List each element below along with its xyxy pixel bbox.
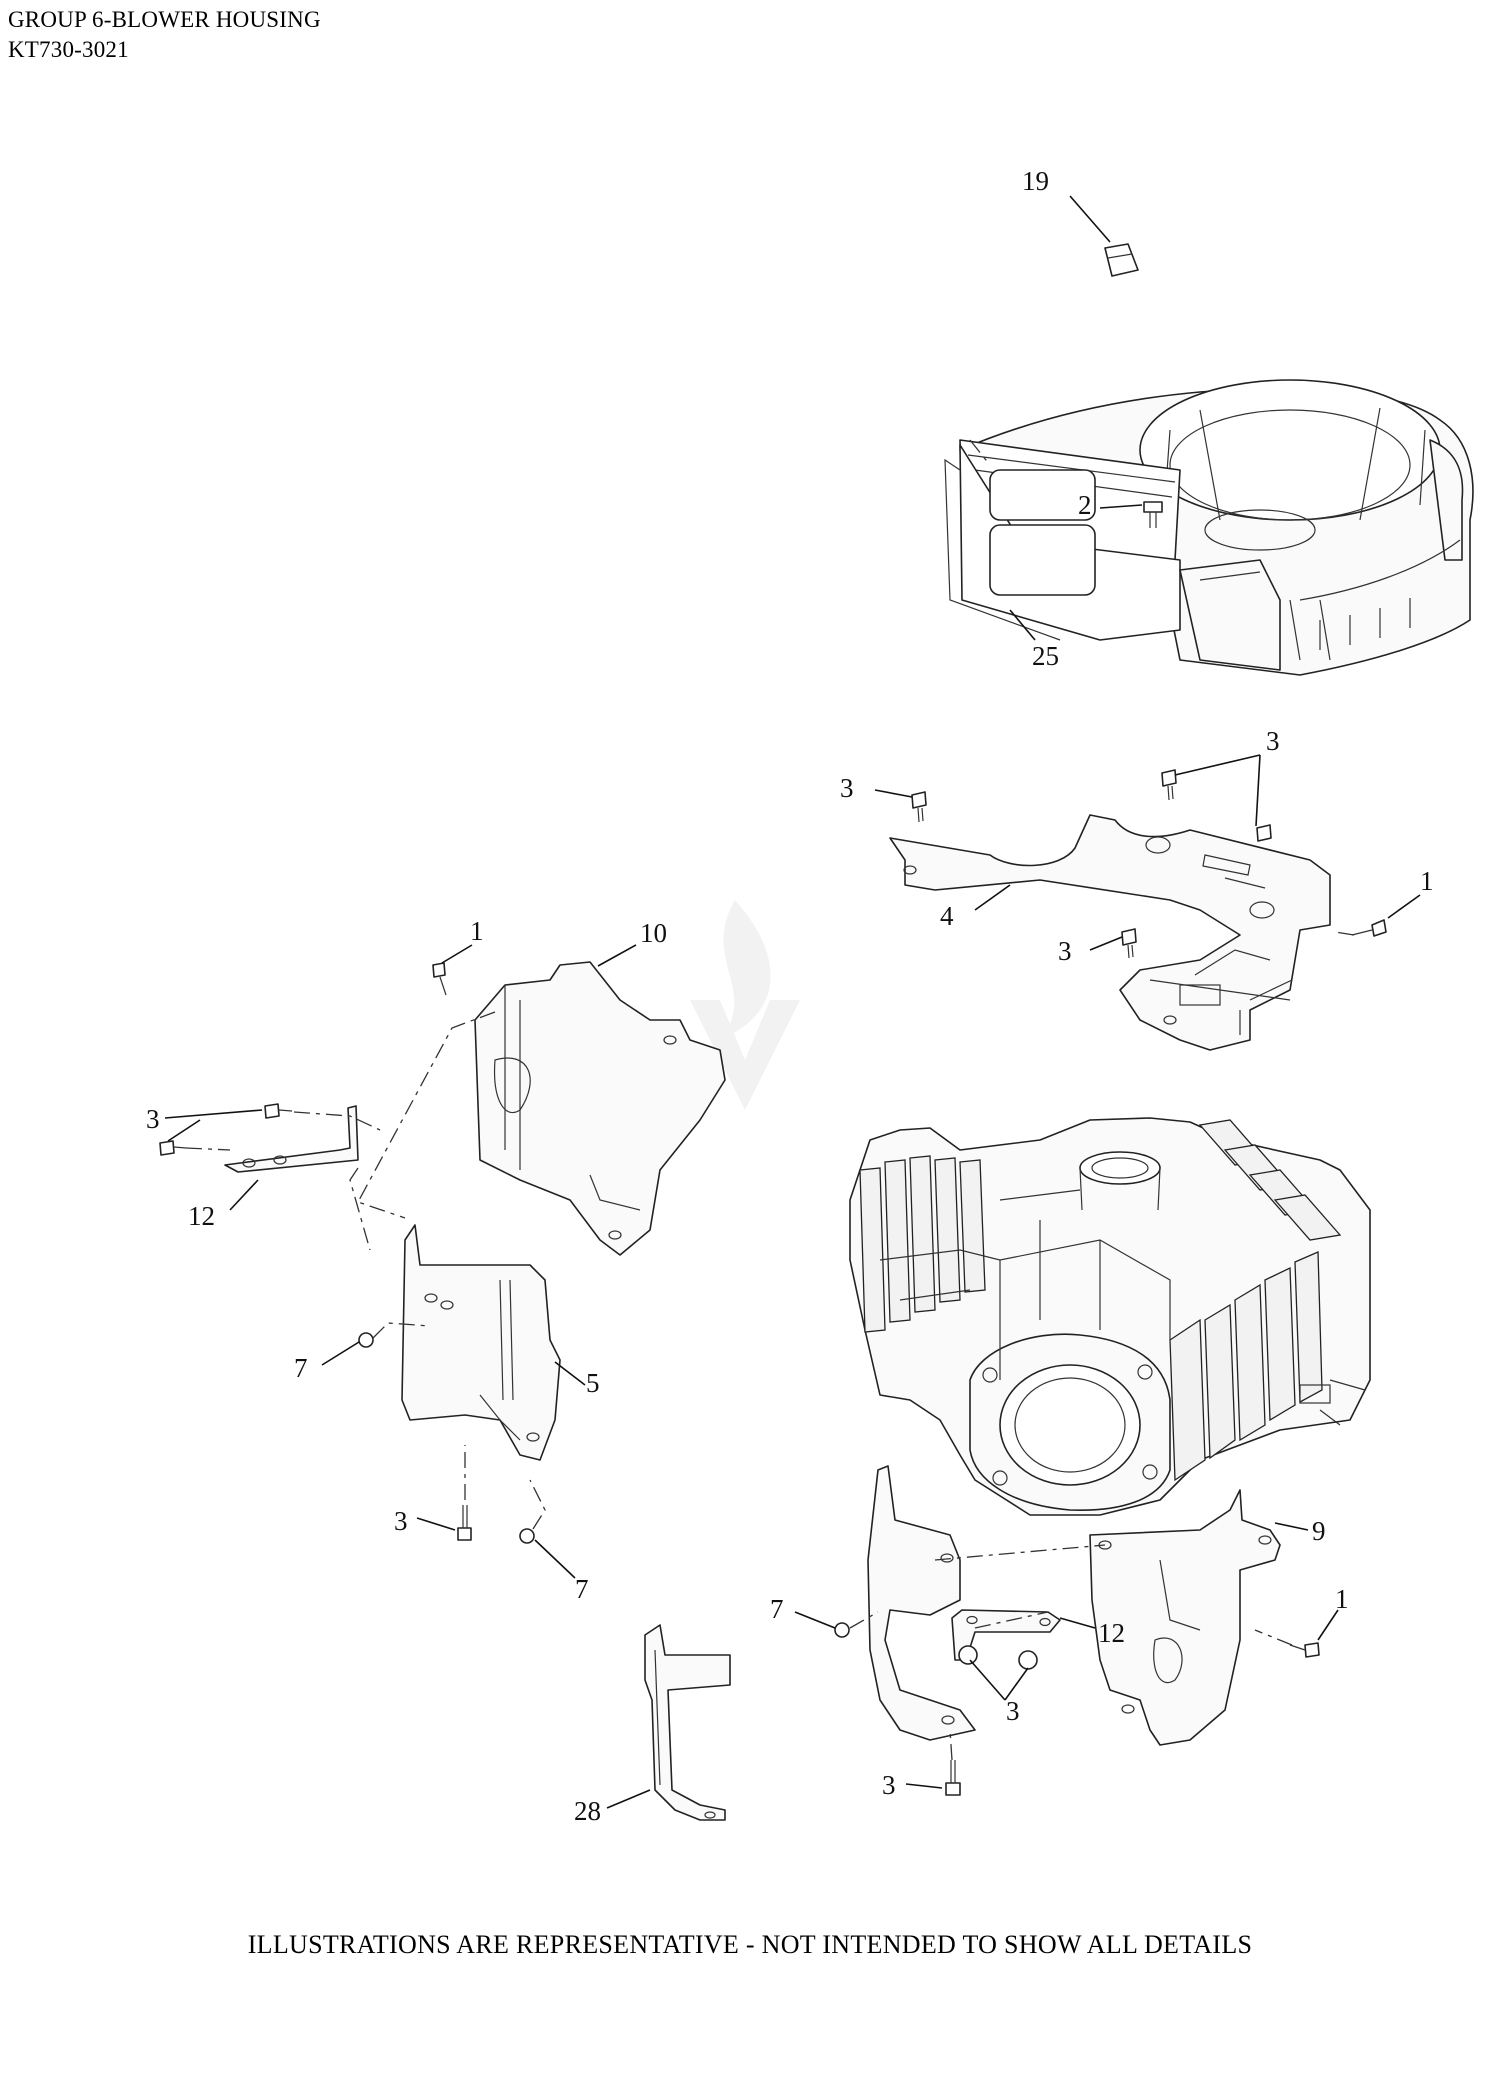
blower-housing: [944, 379, 1474, 676]
disclaimer-footer: ILLUSTRATIONS ARE REPRESENTATIVE - NOT I…: [247, 1930, 1253, 1959]
callout-3-top-left: 3: [840, 773, 854, 803]
callout-10: 10: [640, 918, 667, 948]
assembly-lines: [185, 439, 1355, 1761]
callout-9: 9: [1312, 1516, 1326, 1546]
bolt-3-left-b: [159, 1140, 187, 1156]
bolt-3-top-right: [1256, 824, 1272, 842]
callout-7-right: 7: [770, 1594, 784, 1624]
cylinder-shroud-lower-center: [867, 1465, 976, 1741]
leader-lines: [164, 195, 1421, 1809]
callout-5: 5: [586, 1368, 600, 1398]
callout-1-top-right: 1: [1420, 866, 1434, 896]
callout-1-right: 1: [1335, 1584, 1349, 1614]
callout-3-bottom-left: 3: [394, 1506, 408, 1536]
screw-1-left: [432, 962, 447, 996]
nut-7-bottom-left: [519, 1528, 535, 1544]
screw-1-right: [1289, 1642, 1320, 1658]
callout-7-bottom-left: 7: [575, 1574, 589, 1604]
screw-1-top-right: [1351, 919, 1387, 937]
bolt-3-top-left: [911, 791, 927, 823]
callout-numbers: 19 2 25 3 3 1 4 3 1 10 3 12 7 5 3 7 9 7 …: [146, 166, 1434, 1826]
callout-3-right-pair: 3: [1006, 1696, 1020, 1726]
diagram-title: GROUP 6-BLOWER HOUSING: [8, 7, 321, 32]
cylinder-shroud-10: [474, 961, 726, 1256]
bracket-28: [644, 1624, 731, 1821]
callout-28: 28: [574, 1796, 601, 1826]
crankcase-block: [849, 1117, 1371, 1516]
callout-4: 4: [940, 901, 954, 931]
watermark-logo: [690, 900, 800, 1110]
bracket-12-right: [951, 1609, 1061, 1661]
bolt-3-bottom-left: [457, 1505, 472, 1541]
callout-3-bottom-right: 3: [882, 1770, 896, 1800]
callout-3-mid-right: 3: [1058, 936, 1072, 966]
callout-19: 19: [1022, 166, 1049, 196]
callout-1-left: 1: [470, 916, 484, 946]
bolt-3-right-pair-a: [958, 1645, 978, 1665]
housing-clip-19: [1104, 243, 1139, 277]
bolt-3-mid-right: [1121, 928, 1137, 959]
callout-7-left: 7: [294, 1353, 308, 1383]
bolt-3-bottom-right: [945, 1760, 961, 1796]
bolt-3-left-a: [264, 1103, 293, 1119]
bracket-12-left: [224, 1105, 359, 1173]
callout-12-left: 12: [188, 1201, 215, 1231]
cylinder-shroud-9: [1089, 1489, 1281, 1746]
backing-plate-4: [889, 814, 1331, 1051]
cylinder-shroud-5: [401, 1224, 561, 1461]
screw-2: [1143, 501, 1163, 528]
bolt-3-right-pair-b: [1018, 1650, 1038, 1670]
callout-25: 25: [1032, 641, 1059, 671]
nut-7-left: [358, 1332, 374, 1348]
bolt-3-top-mid: [1161, 769, 1177, 801]
callout-3-left: 3: [146, 1104, 160, 1134]
callout-3-top-right: 3: [1266, 726, 1280, 756]
model-number: KT730-3021: [8, 37, 129, 62]
nut-7-right: [834, 1622, 850, 1638]
callout-2: 2: [1078, 490, 1092, 520]
callout-12-right: 12: [1098, 1618, 1125, 1648]
